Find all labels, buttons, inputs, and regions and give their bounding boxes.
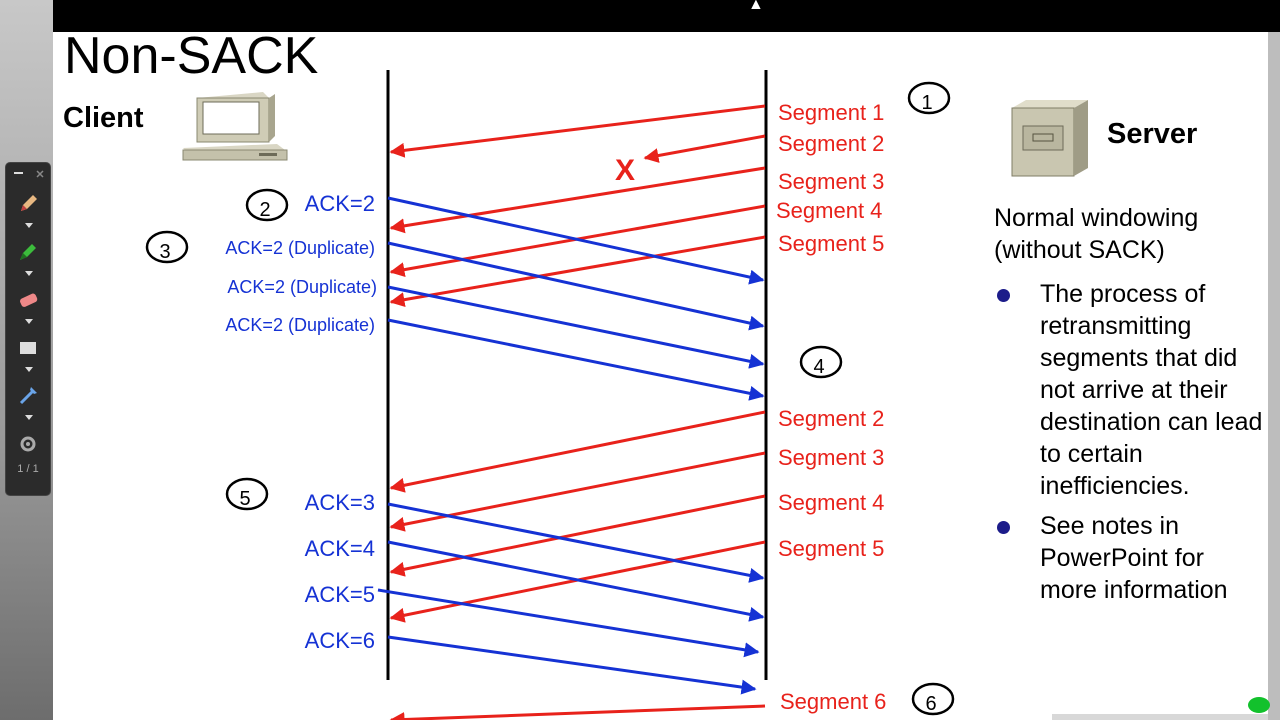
ack-arrow <box>388 198 763 280</box>
segment-arrow <box>391 168 765 228</box>
notes-bullet: The process of retransmitting segments t… <box>994 278 1264 502</box>
ack-label: ACK=2 <box>305 191 375 216</box>
ack-label: ACK=3 <box>305 490 375 515</box>
page-indicator: 1 / 1 <box>6 463 50 475</box>
segment-arrow <box>391 496 765 572</box>
notes-heading: Normal windowing (without SACK) <box>994 202 1264 266</box>
segment-arrow-lost <box>645 136 765 158</box>
client-computer-icon <box>183 92 287 160</box>
notes-panel: Normal windowing (without SACK) The proc… <box>994 202 1264 614</box>
segment-label: Segment 3 <box>778 445 884 470</box>
ack-label: ACK=2 (Duplicate) <box>227 277 377 297</box>
chevron-down-icon[interactable] <box>25 415 33 420</box>
ack-arrow <box>388 287 763 364</box>
bottom-bar <box>1052 714 1268 720</box>
lost-segment-marker: X <box>615 154 635 187</box>
gear-icon[interactable] <box>17 433 39 455</box>
chevron-down-icon[interactable] <box>25 223 33 228</box>
step-number: 4 <box>813 356 824 378</box>
segment-label: Segment 4 <box>778 490 884 515</box>
step-number: 1 <box>921 92 932 114</box>
chevron-down-icon[interactable] <box>25 271 33 276</box>
ack-arrow <box>388 243 763 326</box>
chevron-down-icon[interactable] <box>25 319 33 324</box>
ack-label: ACK=2 (Duplicate) <box>225 315 375 335</box>
segment-label: Segment 5 <box>778 231 884 256</box>
ack-label: ACK=4 <box>305 536 375 561</box>
eraser-icon[interactable] <box>17 289 39 311</box>
mouse-cursor-icon: ▲ <box>748 0 764 14</box>
ack-label: ACK=6 <box>305 628 375 653</box>
segment-arrow <box>391 706 765 720</box>
ack-arrow <box>388 320 763 396</box>
ack-label: ACK=2 (Duplicate) <box>225 238 375 258</box>
ack-label: ACK=5 <box>305 582 375 607</box>
slide-title: Non-SACK <box>64 32 318 86</box>
toolbar-window-controls[interactable] <box>12 169 44 179</box>
status-indicator-icon <box>1248 697 1270 713</box>
ack-arrow <box>388 504 763 578</box>
client-label: Client <box>63 102 144 135</box>
chevron-down-icon[interactable] <box>25 367 33 372</box>
step-number: 2 <box>259 199 270 221</box>
segment-label: Segment 4 <box>776 198 882 223</box>
scrollbar-right[interactable] <box>1268 32 1280 720</box>
top-bar: ▲ <box>0 0 1280 32</box>
step-number: 5 <box>239 488 250 510</box>
ack-arrow <box>388 637 755 689</box>
pencil-icon[interactable] <box>17 193 39 215</box>
pointer-icon[interactable] <box>17 385 39 407</box>
server-label: Server <box>1107 118 1197 151</box>
segment-label: Segment 2 <box>778 406 884 431</box>
segment-label: Segment 5 <box>778 536 884 561</box>
notes-bullet: See notes in PowerPoint for more informa… <box>994 510 1264 606</box>
step-number: 3 <box>159 241 170 263</box>
segment-label: Segment 1 <box>778 100 884 125</box>
slide: X Segment 1 Segment 2 Segment 3 Segment … <box>53 32 1268 720</box>
rectangle-icon[interactable] <box>17 337 39 359</box>
segment-label: Segment 2 <box>778 131 884 156</box>
segment-arrow <box>391 412 765 488</box>
step-number: 6 <box>925 693 936 715</box>
segment-label: Segment 3 <box>778 169 884 194</box>
server-cabinet-icon <box>1012 100 1088 176</box>
notes-bullet-list: The process of retransmitting segments t… <box>994 278 1264 606</box>
segment-label: Segment 6 <box>780 689 886 714</box>
annotation-toolbar: 1 / 1 <box>5 162 51 496</box>
highlighter-icon[interactable] <box>17 241 39 263</box>
